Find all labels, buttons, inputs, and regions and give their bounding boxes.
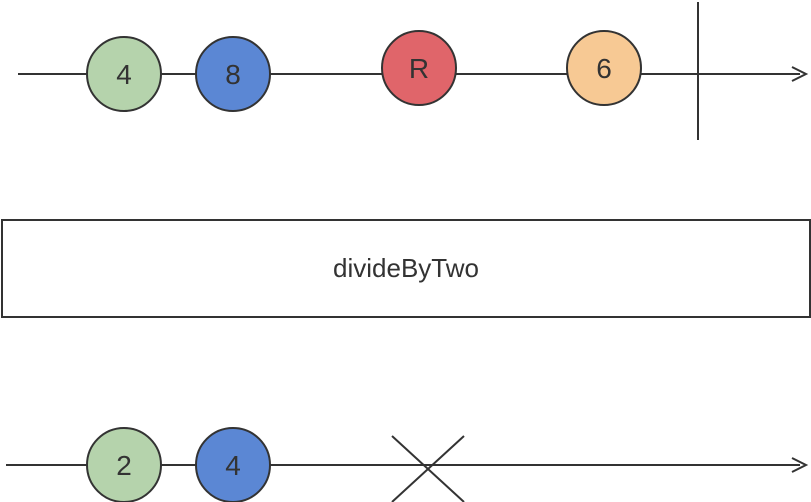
output-stream: 2 4 bbox=[6, 427, 809, 502]
input-marble: 4 bbox=[86, 36, 162, 112]
error-x-stroke bbox=[391, 435, 465, 502]
input-marble-circle bbox=[195, 36, 271, 112]
input-marble: 6 bbox=[566, 30, 642, 106]
input-marble-circle bbox=[566, 30, 642, 106]
input-marble-label: R bbox=[409, 53, 429, 84]
output-marble-label: 2 bbox=[116, 450, 132, 481]
input-stream: 4 8 R 6 bbox=[18, 2, 809, 140]
input-arrowhead bbox=[791, 66, 809, 82]
input-marble-label: 4 bbox=[116, 59, 132, 90]
output-marble-circle bbox=[195, 427, 271, 502]
output-marble-circle bbox=[86, 427, 162, 502]
error-x-icon bbox=[391, 435, 465, 502]
output-marble-label: 4 bbox=[225, 450, 241, 481]
input-marble: 8 bbox=[195, 36, 271, 112]
operator-rect bbox=[1, 219, 811, 318]
input-marble-label: 8 bbox=[225, 59, 241, 90]
operator-label: divideByTwo bbox=[333, 253, 479, 283]
input-marble-circle bbox=[381, 30, 457, 106]
input-marble-label: 6 bbox=[596, 53, 612, 84]
output-marble: 2 bbox=[86, 427, 162, 502]
input-marble: R bbox=[381, 30, 457, 106]
operator-box: divideByTwo bbox=[1, 219, 811, 318]
output-marble: 4 bbox=[195, 427, 271, 502]
input-marble-circle bbox=[86, 36, 162, 112]
output-arrowhead bbox=[791, 457, 809, 473]
